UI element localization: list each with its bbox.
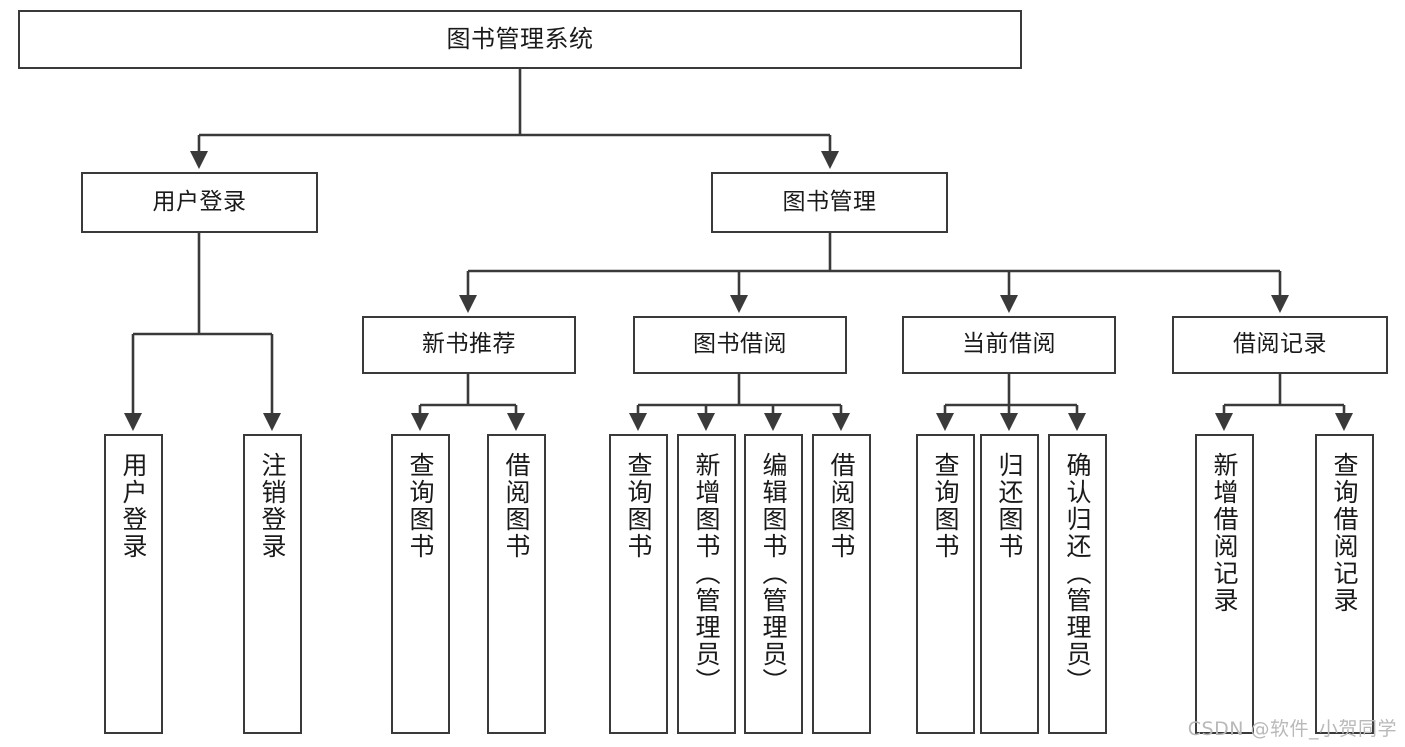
leaf-recommend-borrow-book[interactable]: 借阅图书: [487, 434, 546, 734]
node-label: 查询借阅记录: [1330, 452, 1359, 614]
leaf-current-confirm-return-admin[interactable]: 确认归还（管理员）: [1048, 434, 1107, 734]
node-label: 当前借阅: [962, 331, 1056, 358]
leaf-user-login-signin[interactable]: 用户登录: [104, 434, 163, 734]
leaf-borrow-add-book-admin[interactable]: 新增图书（管理员）: [677, 434, 736, 734]
leaf-borrow-query-book[interactable]: 查询图书: [609, 434, 668, 734]
node-label: 确认归还（管理员）: [1063, 452, 1092, 695]
node-label: 查询图书: [406, 452, 435, 560]
node-label: 图书管理系统: [446, 25, 594, 54]
node-label: 注销登录: [258, 452, 287, 560]
leaf-user-login-signout[interactable]: 注销登录: [243, 434, 302, 734]
leaf-record-add-record[interactable]: 新增借阅记录: [1195, 434, 1254, 734]
node-current-borrow[interactable]: 当前借阅: [902, 316, 1116, 374]
node-label: 用户登录: [119, 452, 148, 560]
node-new-book-recommend[interactable]: 新书推荐: [362, 316, 576, 374]
node-label: 图书借阅: [693, 331, 787, 358]
node-book-management[interactable]: 图书管理: [711, 172, 948, 233]
watermark-text: CSDN @软件_小贺同学: [1187, 718, 1397, 740]
node-label: 借阅图书: [827, 452, 856, 560]
node-user-login[interactable]: 用户登录: [81, 172, 318, 233]
leaf-current-return-book[interactable]: 归还图书: [980, 434, 1039, 734]
node-label: 新增借阅记录: [1210, 452, 1239, 614]
leaf-recommend-query-book[interactable]: 查询图书: [391, 434, 450, 734]
node-label: 借阅图书: [502, 452, 531, 560]
node-label: 新增图书（管理员）: [692, 452, 721, 695]
leaf-borrow-edit-book-admin[interactable]: 编辑图书（管理员）: [744, 434, 803, 734]
node-label: 归还图书: [995, 452, 1024, 560]
node-label: 编辑图书（管理员）: [759, 452, 788, 695]
node-label: 用户登录: [152, 188, 247, 215]
node-borrow-record[interactable]: 借阅记录: [1172, 316, 1388, 374]
node-label: 借阅记录: [1233, 331, 1327, 358]
leaf-record-query-record[interactable]: 查询借阅记录: [1315, 434, 1374, 734]
node-label: 查询图书: [931, 452, 960, 560]
node-label: 查询图书: [624, 452, 653, 560]
leaf-current-query-book[interactable]: 查询图书: [916, 434, 975, 734]
node-label: 新书推荐: [422, 331, 516, 358]
node-label: 图书管理: [782, 188, 877, 215]
leaf-borrow-borrow-book[interactable]: 借阅图书: [812, 434, 871, 734]
node-book-borrow[interactable]: 图书借阅: [633, 316, 847, 374]
node-root-system[interactable]: 图书管理系统: [18, 10, 1022, 69]
